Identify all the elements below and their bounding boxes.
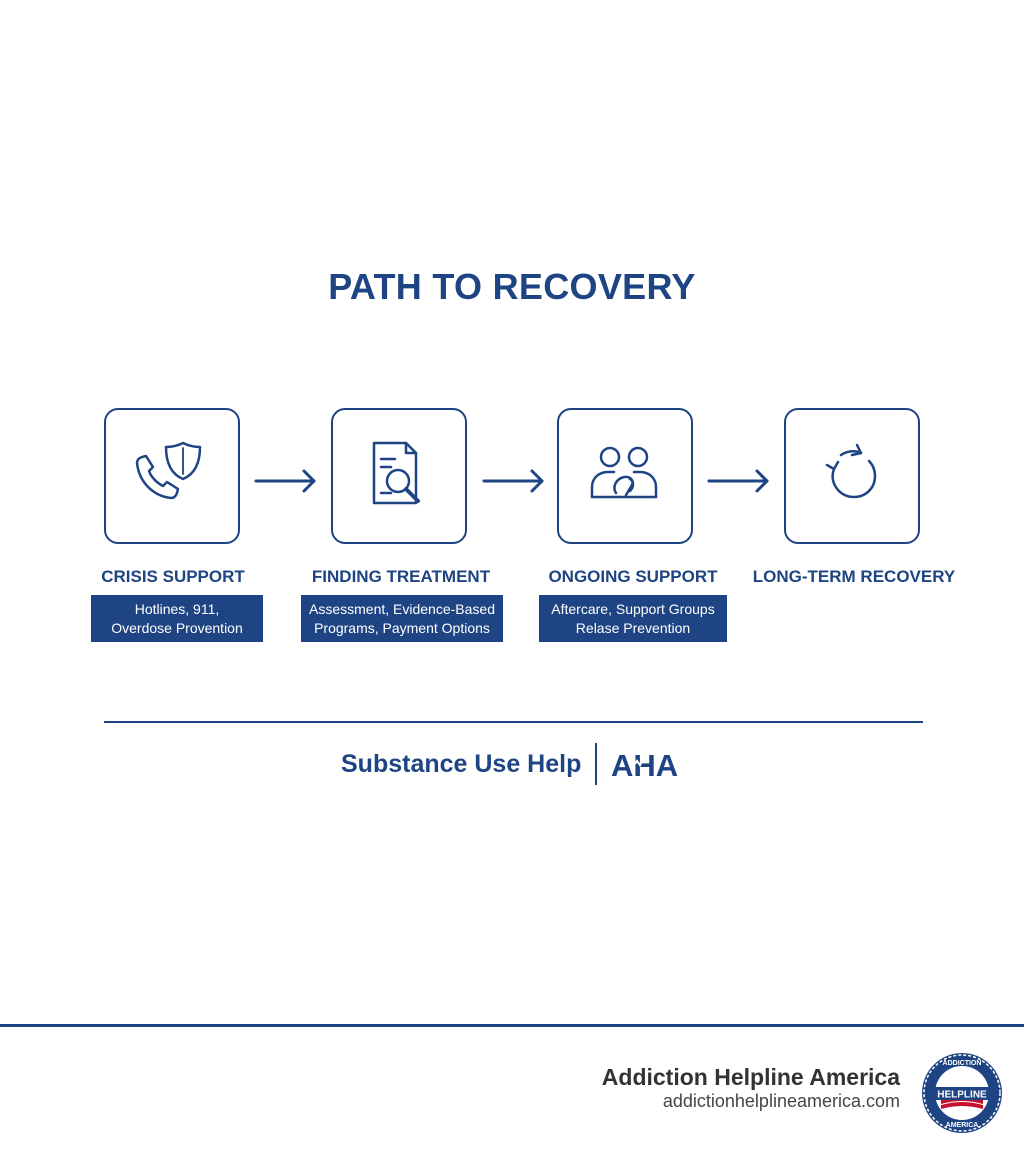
ongoing-support-icon-box [557, 408, 693, 544]
step-label: FINDING TREATMENT [311, 567, 491, 586]
svg-text:HELPLINE: HELPLINE [937, 1090, 987, 1101]
step-detail: Hotlines, 911, Overdose Provention [91, 595, 263, 642]
brand-text: Substance Use Help [341, 749, 582, 778]
helpline-seal-logo: HELPLINE ADDICTION AMERICA [922, 1053, 1002, 1133]
step-label: CRISIS SUPPORT [101, 567, 245, 586]
svg-text:AMERICA: AMERICA [946, 1122, 979, 1129]
cycle-arrow-icon [825, 443, 877, 499]
crisis-support-icon-box [104, 408, 240, 544]
page-title: PATH TO RECOVERY [328, 266, 696, 307]
finding-treatment-icon-box [331, 408, 467, 544]
aha-logo-icon: AHA [611, 748, 678, 781]
arrow-icon [254, 469, 316, 493]
footer-divider [0, 1024, 1024, 1027]
svg-text:ADDICTION: ADDICTION [943, 1060, 982, 1067]
footer-org-name: Addiction Helpline America [601, 1064, 900, 1090]
document-search-icon [372, 441, 420, 505]
brand-block: Substance Use Help AHA [341, 743, 691, 785]
arrow-icon [707, 469, 769, 493]
svg-text:AHA: AHA [611, 748, 678, 781]
divider-line [104, 721, 923, 723]
step-label: ONGOING SUPPORT [548, 567, 718, 586]
people-support-icon [590, 446, 658, 499]
long-term-recovery-icon-box [784, 408, 920, 544]
step-detail: Assessment, Evidence-Based Programs, Pay… [301, 595, 503, 642]
step-detail: Aftercare, Support Groups Relase Prevent… [539, 595, 727, 642]
step-label: LONG-TERM RECOVERY [752, 567, 956, 586]
phone-shield-icon [135, 441, 202, 500]
footer-url: addictionhelplineamerica.com [662, 1091, 900, 1111]
brand-separator [595, 743, 598, 785]
arrow-icon [482, 469, 544, 493]
